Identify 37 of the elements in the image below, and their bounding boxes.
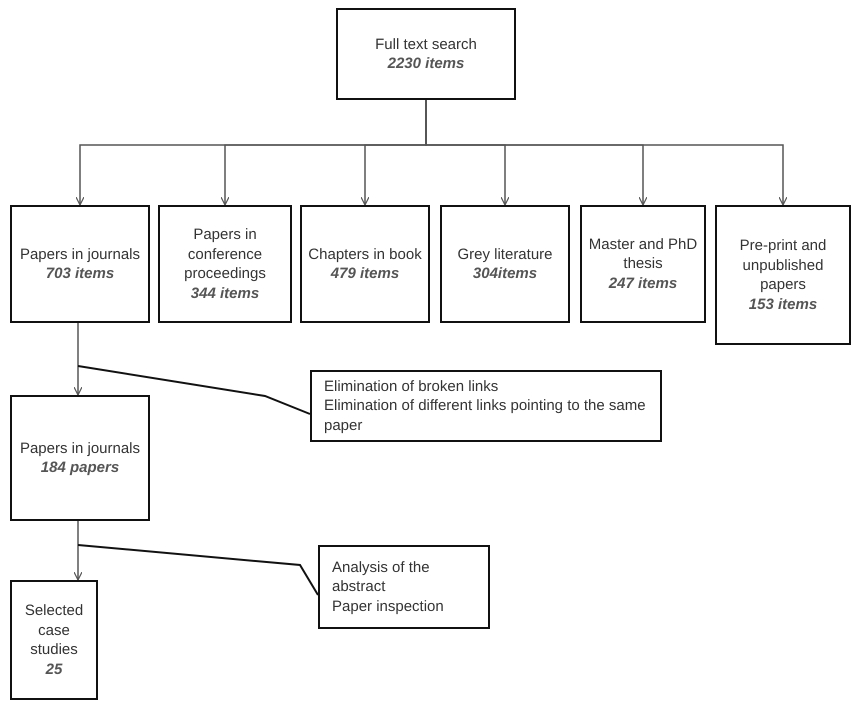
process-box [336, 8, 516, 100]
leader-line [78, 544, 319, 596]
node-text: Papers in journals [20, 244, 140, 264]
arrow [73, 521, 83, 581]
item-count: 184 papers [40, 458, 120, 478]
process-box [10, 580, 98, 700]
node-text: Master and PhD thesis [588, 234, 698, 274]
arrow [73, 323, 83, 396]
note-box [318, 545, 490, 629]
node-text: Grey literature [457, 244, 553, 264]
item-count: 304items [472, 264, 538, 284]
node-text: Elimination of different links pointing to the same paper [324, 396, 647, 436]
process-box [580, 205, 706, 323]
node-text: Papers in journals [20, 438, 140, 458]
item-count: 703 items [46, 264, 114, 284]
node-text: Selected case studies [24, 601, 84, 660]
node-text: Papers in conference proceedings [183, 225, 267, 284]
process-box [300, 205, 430, 323]
process-box [715, 205, 851, 345]
process-box [158, 205, 292, 323]
node-text: Pre-print and unpublished papers [738, 236, 828, 294]
process-box [10, 395, 150, 521]
item-count: 153 items [748, 294, 818, 314]
item-count: 247 items [608, 274, 678, 294]
item-count: 25 [46, 660, 62, 679]
item-count: 479 items [330, 264, 400, 284]
leader-line [78, 365, 310, 415]
item-count: 344 items [190, 284, 260, 303]
process-box [440, 205, 570, 323]
node-text: Full text search [375, 34, 477, 54]
node-text: Analysis of the abstract [332, 558, 431, 597]
note-box [310, 370, 662, 442]
process-box [10, 205, 150, 323]
node-text: Paper inspection [332, 596, 444, 616]
node-text: Chapters in book [308, 244, 422, 264]
item-count: 2230 items [388, 54, 464, 74]
node-text: Elimination of broken links [324, 376, 498, 396]
